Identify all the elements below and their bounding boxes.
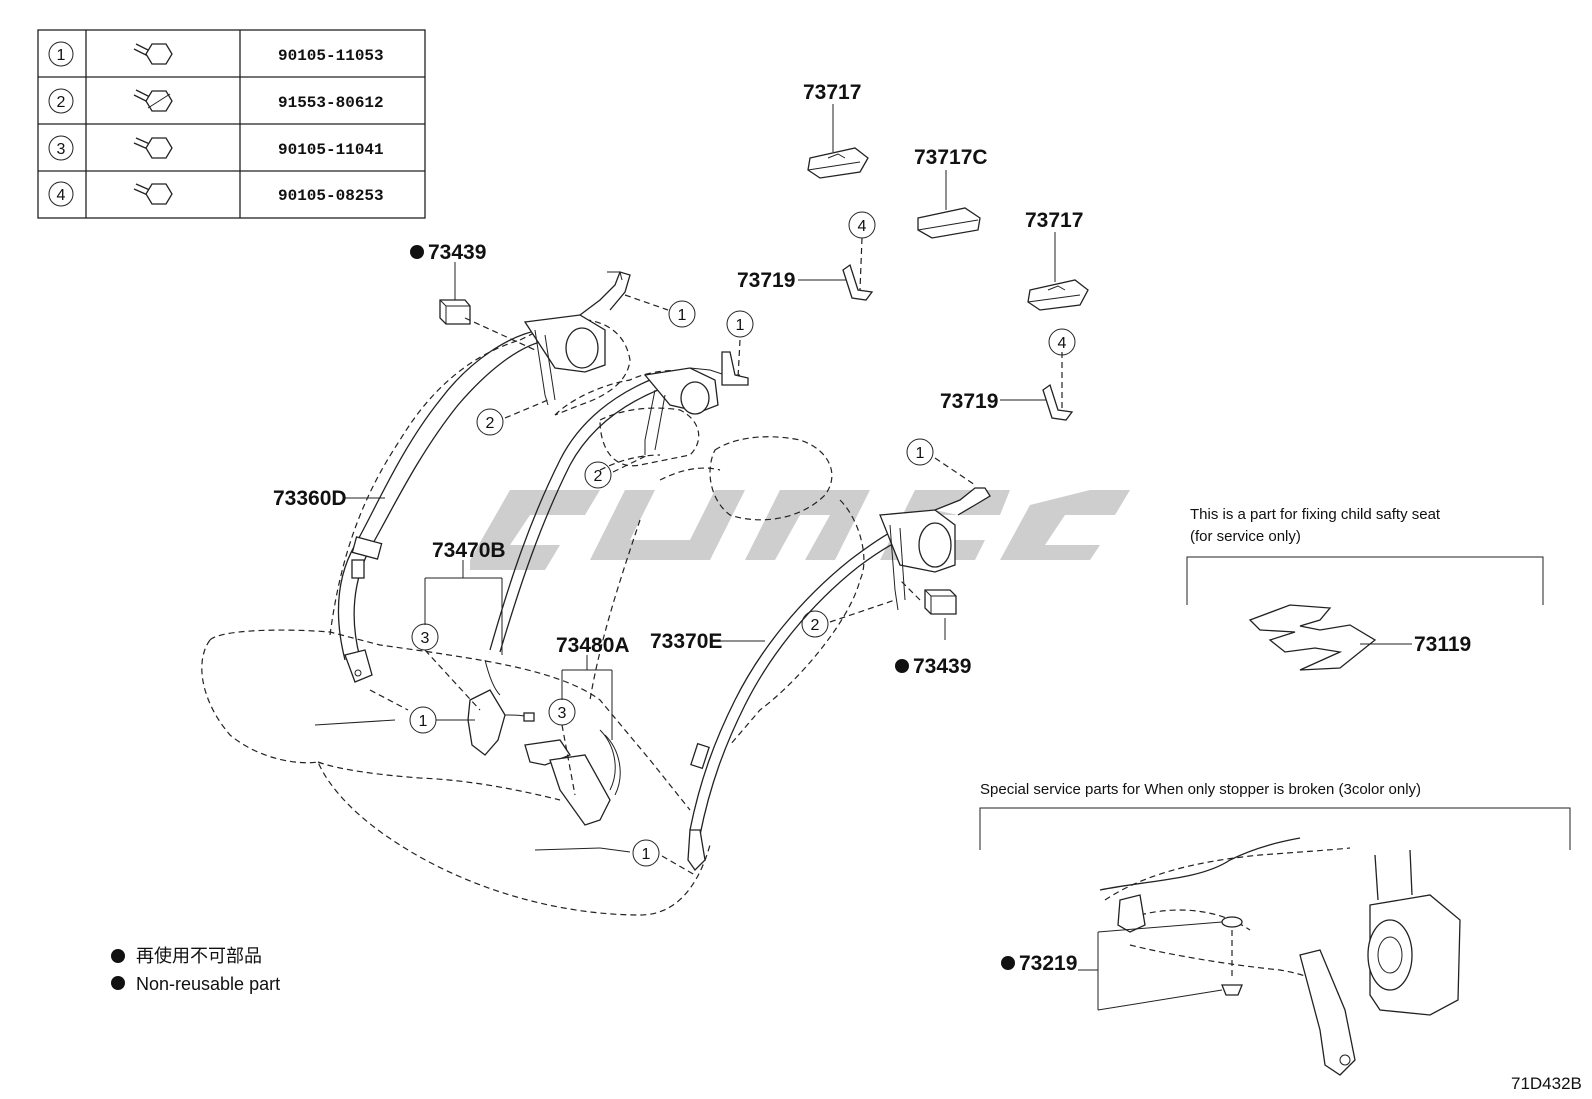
label-73370e: 73370E xyxy=(650,630,722,653)
callout-1-bottom-center: 1 xyxy=(632,839,660,867)
label-73717c: 73717C xyxy=(914,146,988,169)
label-73480a: 73480A xyxy=(556,634,630,657)
bolt-icon xyxy=(133,137,173,159)
label-73470b: 73470B xyxy=(432,539,506,562)
label-73360d: 73360D xyxy=(273,487,347,510)
label-73719-right: 73719 xyxy=(940,390,998,413)
buckle-assembly-73480a xyxy=(524,729,621,826)
child-seat-note-line1: This is a part for fixing child safty se… xyxy=(1190,506,1441,523)
bolt-index-4: 4 xyxy=(57,187,66,204)
part-labels: 73717 73717C 73717 73719 73719 73439 734… xyxy=(273,81,1471,975)
callout-4-top: 4 xyxy=(848,211,876,239)
bolt-index-1: 1 xyxy=(57,47,66,64)
bolt-icon xyxy=(133,183,173,205)
callout-3-left: 3 xyxy=(411,623,439,651)
retractor-right xyxy=(879,487,991,611)
legend-marker xyxy=(111,976,125,990)
stopper-detail-73219 xyxy=(1099,837,1461,1076)
callout-1-bottom-left: 1 xyxy=(409,706,437,734)
legend-marker xyxy=(111,949,125,963)
label-73119: 73119 xyxy=(1414,633,1471,656)
bolt-part-no-4: 90105-08253 xyxy=(278,187,384,205)
callout-2-right: 2 xyxy=(801,610,829,638)
child-seat-note-line2: (for service only) xyxy=(1190,528,1301,545)
label-73719-top: 73719 xyxy=(737,269,795,292)
svg-text:4: 4 xyxy=(1058,335,1067,352)
label-73439-right: 73439 xyxy=(913,655,971,678)
clip-73719-top xyxy=(842,263,874,301)
svg-text:1: 1 xyxy=(678,307,687,324)
svg-text:1: 1 xyxy=(916,445,925,462)
callout-2-center: 2 xyxy=(584,461,612,489)
svg-text:1: 1 xyxy=(736,317,745,334)
svg-text:2: 2 xyxy=(486,415,495,432)
svg-text:1: 1 xyxy=(419,713,428,730)
callout-3-center: 3 xyxy=(548,698,576,726)
flange-bolt-icon xyxy=(133,89,173,112)
legend-en: Non-reusable part xyxy=(136,974,280,994)
callout-1-right: 1 xyxy=(906,438,934,466)
bolt-table: 1 90105-11053 2 91553-80612 3 xyxy=(37,29,426,219)
svg-text:1: 1 xyxy=(642,846,651,863)
non-reusable-marker xyxy=(895,659,909,673)
rear-seat-outline xyxy=(201,318,865,916)
cover-73717c xyxy=(917,207,981,239)
label-73717-top: 73717 xyxy=(803,81,861,104)
cover-73717-top xyxy=(807,147,869,179)
bolt-part-no-3: 90105-11041 xyxy=(278,141,384,159)
legend-jp: 再使用不可部品 xyxy=(136,946,262,966)
svg-text:4: 4 xyxy=(858,218,867,235)
watermark-logo xyxy=(470,490,1130,570)
callout-1-center: 1 xyxy=(726,310,754,338)
svg-text:3: 3 xyxy=(558,705,567,722)
bolt-part-no-2: 91553-80612 xyxy=(278,94,384,112)
retractor-left xyxy=(523,271,631,406)
outer-seat-belt-73360d xyxy=(337,329,549,683)
svg-text:2: 2 xyxy=(594,468,603,485)
svg-text:3: 3 xyxy=(421,630,430,647)
label-73717-right: 73717 xyxy=(1025,209,1083,232)
stopper-note: Special service parts for When only stop… xyxy=(980,781,1421,798)
legend: 再使用不可部品 Non-reusable part xyxy=(111,946,280,994)
bolt-icon xyxy=(133,43,173,65)
clip-73719-right xyxy=(1042,383,1074,421)
callout-4-right: 4 xyxy=(1048,328,1076,356)
center-seat-belt-73470b xyxy=(489,351,749,653)
label-73219: 73219 xyxy=(1019,952,1077,975)
cover-73717-right xyxy=(1027,279,1089,311)
bolt-index-2: 2 xyxy=(57,94,66,111)
bolt-row-2: 2 91553-80612 xyxy=(48,88,384,114)
buckle-assembly-73470b xyxy=(467,659,535,756)
callout-1-top-left: 1 xyxy=(668,300,696,328)
child-seat-plate-73119 xyxy=(1248,604,1377,671)
bolt-index-3: 3 xyxy=(57,141,66,158)
non-reusable-marker xyxy=(1001,956,1015,970)
svg-text:2: 2 xyxy=(811,617,820,634)
non-reusable-marker xyxy=(410,245,424,259)
bolt-row-4: 4 90105-08253 xyxy=(48,181,384,207)
label-73439-top: 73439 xyxy=(428,241,486,264)
right-seat-belt-73370e xyxy=(687,529,906,872)
callout-2-left: 2 xyxy=(476,408,504,436)
stopper-73439-right xyxy=(924,589,957,615)
callout-circles: 1 1 1 1 1 2 2 2 3 3 4 4 xyxy=(409,211,1076,867)
bolt-part-no-1: 90105-11053 xyxy=(278,47,384,65)
bolt-row-3: 3 90105-11041 xyxy=(48,135,384,161)
bolt-row-1: 1 90105-11053 xyxy=(48,41,384,67)
leader-lines xyxy=(314,104,1571,1011)
diagram-code: 71D432B xyxy=(1511,1074,1582,1093)
stopper-73439-top xyxy=(439,299,471,325)
